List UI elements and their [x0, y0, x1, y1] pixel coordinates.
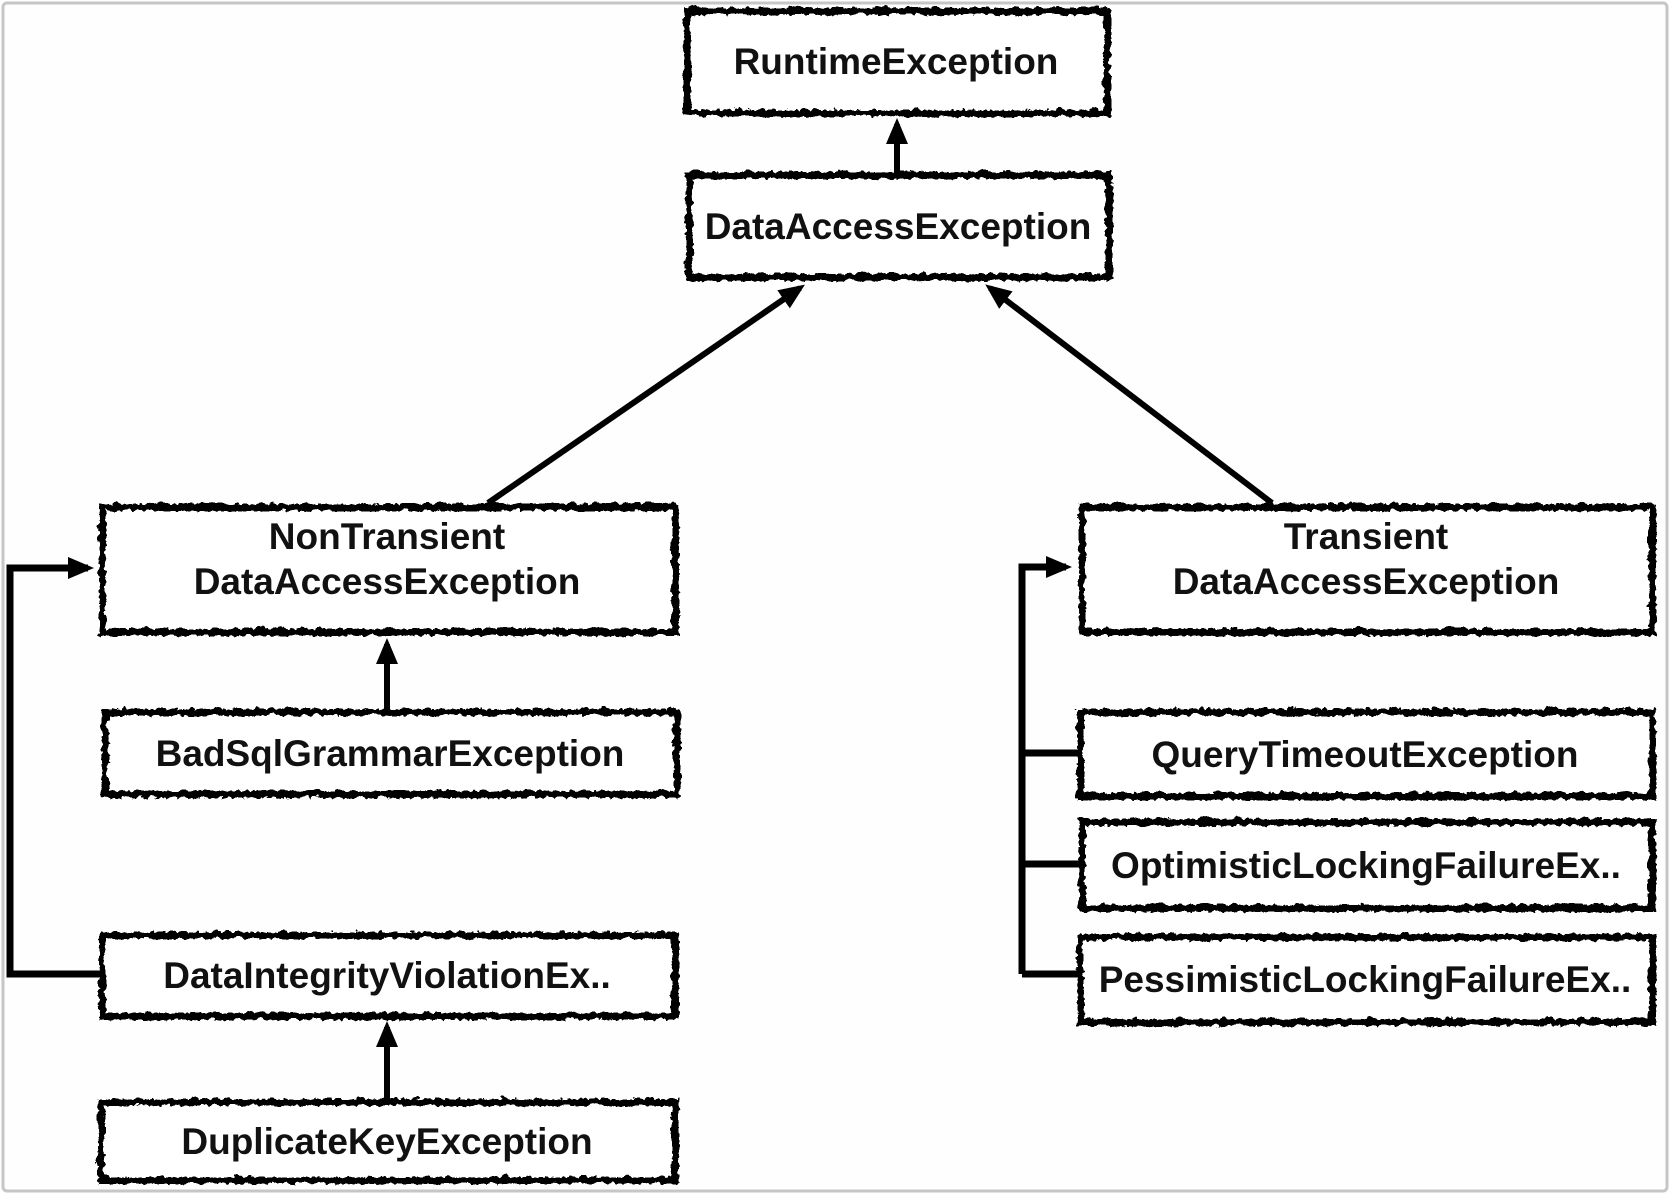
node-nontransient-box	[97, 502, 678, 635]
node-optimisticlocking-exception: OptimisticLockingFailureEx..	[1077, 817, 1655, 911]
node-pessimistic-label: PessimisticLockingFailureEx..	[1099, 959, 1632, 1000]
node-badsql-box	[100, 707, 680, 797]
node-transient-dataaccess-exception: Transient DataAccessException	[1077, 502, 1655, 635]
node-duplicatekey-exception: DuplicateKeyException	[96, 1097, 678, 1183]
node-badsql-label: BadSqlGrammarException	[156, 733, 625, 774]
edge-transient-to-dataaccess	[985, 284, 1274, 506]
node-badsqlgrammar-exception: BadSqlGrammarException	[100, 707, 680, 797]
node-dataintegrityviolation-exception: DataIntegrityViolationEx..	[97, 930, 678, 1019]
node-pessimisticlocking-exception: PessimisticLockingFailureEx..	[1075, 932, 1655, 1025]
edge-nontransient-to-dataaccess	[486, 284, 805, 506]
node-runtime-exception: RuntimeException	[682, 6, 1110, 116]
node-nontransient-label-line2: DataAccessException	[194, 561, 581, 602]
node-duplicatekey-box	[96, 1097, 678, 1183]
node-optimistic-box	[1077, 817, 1655, 911]
node-runtime-box	[682, 6, 1110, 116]
edge-transient-bracket	[1018, 556, 1072, 974]
node-pessimistic-box	[1075, 932, 1655, 1025]
node-querytimeout-exception: QueryTimeoutException	[1075, 707, 1655, 799]
node-runtime-label: RuntimeException	[734, 41, 1059, 82]
node-duplicatekey-label: DuplicateKeyException	[181, 1121, 592, 1162]
node-querytimeout-box	[1075, 707, 1655, 799]
node-transient-label-line1: Transient	[1284, 516, 1449, 557]
node-dataintegrity-label: DataIntegrityViolationEx..	[163, 955, 611, 996]
node-dataaccess-box	[684, 170, 1112, 280]
node-nontransient-label-line1: NonTransient	[269, 516, 505, 557]
node-nontransient-dataaccess-exception: NonTransient DataAccessException	[97, 502, 678, 635]
node-dataaccess-exception: DataAccessException	[684, 170, 1112, 280]
node-dataaccess-label: DataAccessException	[705, 206, 1092, 247]
node-optimistic-label: OptimisticLockingFailureEx..	[1111, 845, 1621, 886]
node-transient-box	[1077, 502, 1655, 635]
node-dataintegrity-box	[97, 930, 678, 1019]
node-querytimeout-label: QueryTimeoutException	[1152, 734, 1579, 775]
edge-dataintegrity-to-nontransient-bracket	[6, 557, 101, 978]
node-transient-label-line2: DataAccessException	[1173, 561, 1560, 602]
